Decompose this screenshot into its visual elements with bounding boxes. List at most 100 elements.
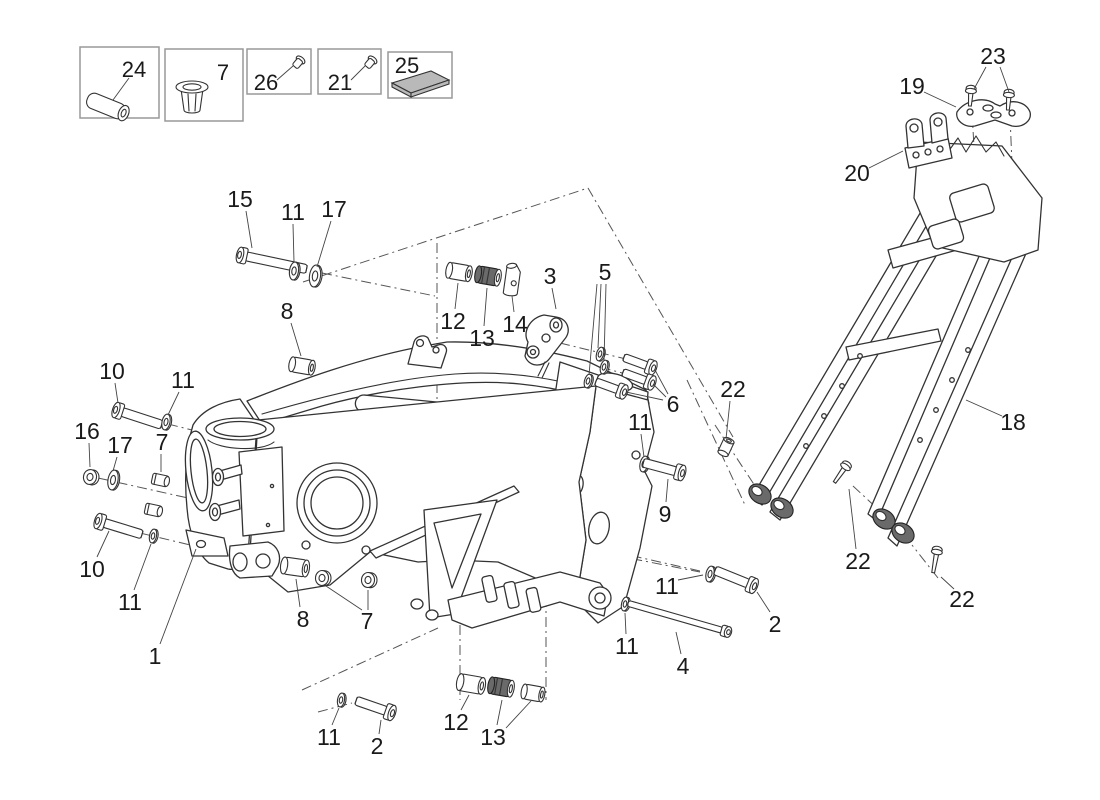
leader-line-23	[999, 66, 1010, 93]
pad-thumbnail	[390, 70, 451, 98]
leader-line-17	[316, 220, 332, 268]
rivet-part-22	[717, 436, 735, 458]
leader-line-20	[868, 150, 904, 169]
leader-line-13	[483, 287, 488, 327]
bushing-part-8	[288, 356, 316, 376]
callout-label-8: 8	[297, 606, 310, 632]
callout-label-17: 17	[107, 432, 133, 458]
callout-label-7: 7	[156, 429, 169, 455]
pin-thumbnail	[86, 92, 130, 122]
legend-label-21: 21	[328, 70, 352, 95]
callout-label-13: 13	[469, 325, 495, 351]
legend-label-26: 26	[254, 70, 278, 95]
leader-line-22	[725, 400, 731, 440]
bolt-part-10	[93, 512, 144, 539]
leader-line-3	[551, 287, 557, 310]
washer-part-17	[308, 264, 323, 288]
screw-part-22	[930, 545, 943, 574]
leader-line-10	[114, 382, 119, 404]
leader-line-11	[167, 391, 180, 416]
bolt-part-6	[594, 378, 629, 400]
bracket-19-drawing	[956, 99, 1031, 127]
leader-line-11	[624, 612, 627, 635]
bushing-dark-part-13	[487, 676, 515, 698]
bolt-part-2	[354, 696, 397, 722]
leader-line-7	[325, 585, 363, 611]
bolt-part-6	[622, 353, 658, 376]
leader-line-14	[511, 295, 515, 313]
callout-label-8: 8	[281, 298, 294, 324]
washer-part-5	[599, 359, 610, 375]
leader-line-2	[756, 591, 771, 613]
callout-label-23: 23	[980, 43, 1006, 69]
washer-part-17	[107, 469, 121, 491]
leader-line-12	[460, 694, 470, 711]
boltL-part-4	[626, 600, 733, 638]
leader-line-13	[505, 700, 532, 729]
callout-label-5: 5	[599, 259, 612, 285]
bushing-part-12	[445, 261, 473, 283]
callout-label-19: 19	[899, 73, 925, 99]
bolt-part-9	[641, 458, 687, 482]
leader-line-22	[940, 576, 955, 590]
callout-label-12: 12	[443, 709, 469, 735]
bushing-part-8	[279, 556, 311, 578]
callout-label-6: 6	[667, 391, 680, 417]
leader-line-6	[654, 369, 669, 395]
subframe-pivot-bushings	[748, 483, 915, 544]
screw-part-22	[832, 460, 852, 484]
bushing-part-12	[455, 673, 487, 695]
leader-line-9	[665, 478, 669, 503]
leader-line-12	[454, 282, 459, 310]
callout-label-22: 22	[845, 548, 871, 574]
pin-part-7	[143, 502, 164, 518]
leader-lines	[88, 66, 1010, 735]
spacer-part-14	[502, 262, 521, 297]
legend-label-25: 25	[395, 53, 419, 78]
leader-line-8	[290, 322, 302, 357]
bushing-dark-part-13	[474, 265, 502, 287]
washer-part-5	[595, 346, 606, 362]
leader-line-18	[965, 399, 1003, 417]
leader-line-5	[588, 283, 598, 376]
leader-line-2	[378, 719, 382, 735]
hardware-layer	[82, 84, 1015, 722]
bracket-3-drawing	[524, 314, 569, 379]
callout-label-13: 13	[480, 724, 506, 750]
leader-line-10	[96, 530, 110, 558]
leader-line-22	[848, 488, 857, 550]
callout-label-9: 9	[659, 501, 672, 527]
bolt-part-10	[111, 401, 164, 430]
leader-line-5	[597, 283, 602, 349]
callout-label-10: 10	[99, 358, 125, 384]
screw-thumbnail	[364, 55, 378, 69]
screw-part-23	[964, 84, 977, 107]
washer-part-11	[620, 596, 631, 612]
legend-box-7: 7	[164, 48, 244, 122]
callout-label-11: 11	[615, 633, 639, 659]
leader-line-17	[112, 456, 118, 472]
leader-line-19	[923, 91, 957, 108]
main-frame-drawing	[184, 314, 655, 629]
nut-part-7	[314, 569, 332, 587]
leader-line-1	[159, 548, 197, 645]
callout-label-11: 11	[171, 367, 195, 393]
callout-label-7: 7	[361, 608, 374, 634]
callout-label-1: 1	[149, 643, 162, 669]
washer-part-11	[705, 565, 717, 583]
washer-part-11	[148, 528, 159, 544]
callout-label-2: 2	[769, 611, 782, 637]
callout-label-20: 20	[844, 160, 870, 186]
callout-label-17: 17	[321, 196, 347, 222]
bushing-part-13	[520, 683, 546, 703]
callout-label-11: 11	[118, 589, 142, 615]
leader-line-11	[640, 433, 645, 458]
legend-label-7: 7	[217, 60, 229, 85]
pin-part-7	[150, 472, 171, 488]
callout-label-2: 2	[371, 733, 384, 759]
callout-label-12: 12	[440, 308, 466, 334]
nut-part-7	[360, 571, 378, 589]
